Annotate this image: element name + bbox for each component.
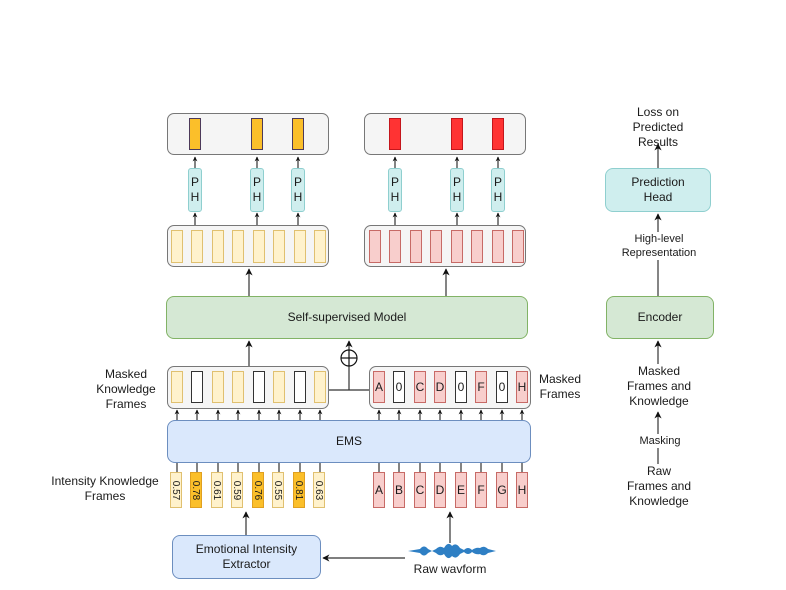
predicted-knowledge-cell [189,118,201,150]
intensity-value-cell: 0.78 [190,472,202,508]
intensity-value: 0.57 [170,480,182,500]
masked-frame-cell: 0 [455,371,467,403]
encoded-knowledge-cell [191,230,203,263]
intensity-value: 0.81 [293,480,305,500]
prediction-head-letter: P [190,175,199,189]
masking-label: Masking [625,434,695,448]
prediction-head-letter: P [493,175,502,189]
encoded-frame-cell [430,230,442,263]
intensity-value: 0.63 [313,480,325,500]
encoded-knowledge-cell [273,230,285,263]
prediction-head-letter: H [190,190,200,204]
emotional-intensity-extractor-box: Emotional Intensity Extractor [172,535,321,579]
masked-knowledge-cell [294,371,306,403]
encoded-frame-cell [492,230,504,263]
intensity-value-cell: 0.61 [211,472,223,508]
prediction-head-letter: H [390,190,400,204]
self-supervised-model-box: Self-supervised Model [166,296,528,339]
masked-frame-cell: A [373,371,385,403]
raw-waveform-label: Raw wavform [413,562,487,576]
raw-frames-knowledge-label: Raw Frames and Knowledge [610,464,708,509]
prediction-head-letter: P [293,175,302,189]
predicted-knowledge-cell [292,118,304,150]
intensity-value: 0.59 [231,480,243,500]
raw-frame-cell: F [475,472,487,508]
prediction-head-letter: P [390,175,399,189]
prediction-head-box: Prediction Head [605,168,711,212]
raw-frame-cell: E [455,472,467,508]
predicted-frame-cell [492,118,504,150]
encoded-knowledge-cell [171,230,183,263]
raw-frame-cell: A [373,472,385,508]
raw-frame-cell: G [496,472,508,508]
knowledge-cell [273,371,285,403]
encoded-frame-cell [410,230,422,263]
intensity-value-cell: 0.81 [293,472,305,508]
encoded-frame-cell [389,230,401,263]
masked-frame-cell: 0 [496,371,508,403]
raw-frame-cell: H [516,472,528,508]
intensity-value: 0.61 [211,480,223,500]
masked-knowledge-cell [191,371,203,403]
encoded-knowledge-cell [232,230,244,263]
prediction-head-letter: P [452,175,461,189]
intensity-knowledge-label: Intensity Knowledge Frames [51,474,159,503]
intensity-value-cell: 0.55 [272,472,284,508]
plus-icon [340,349,358,367]
encoded-frame-cell [471,230,483,263]
ems-box: EMS [167,420,531,463]
predicted-frame-cell [451,118,463,150]
prediction-head-letter: H [293,190,303,204]
knowledge-cell [171,371,183,403]
knowledge-cell [212,371,224,403]
raw-frame-cell: D [434,472,446,508]
high-level-representation-label: High-level Representation [605,232,713,260]
intensity-value-cell: 0.63 [313,472,325,508]
encoded-knowledge-cell [314,230,326,263]
raw-frame-cell: B [393,472,405,508]
masked-frame-cell: D [434,371,446,403]
intensity-value: 0.76 [252,480,264,500]
knowledge-cell [232,371,244,403]
masked-frames-knowledge-label: Masked Frames and Knowledge [610,364,708,409]
masked-knowledge-cell [253,371,265,403]
masked-frame-cell: C [414,371,426,403]
predicted-knowledge-cell [251,118,263,150]
intensity-value-cell: 0.59 [231,472,243,508]
encoded-frame-cell [369,230,381,263]
prediction-head-letter: P [252,175,261,189]
loss-label: Loss on Predicted Results [632,105,684,149]
intensity-value: 0.55 [272,480,284,500]
prediction-head-letter: H [493,190,503,204]
encoder-box: Encoder [606,296,714,339]
intensity-value-cell: 0.76 [252,472,264,508]
encoded-knowledge-cell [294,230,306,263]
waveform-icon [408,543,496,559]
knowledge-cell [314,371,326,403]
prediction-head-letter: H [452,190,462,204]
prediction-head-letter: H [252,190,262,204]
masked-frame-cell: 0 [393,371,405,403]
raw-frame-cell: C [414,472,426,508]
encoded-knowledge-cell [253,230,265,263]
encoded-frame-cell [451,230,463,263]
encoded-knowledge-cell [212,230,224,263]
intensity-value-cell: 0.57 [170,472,182,508]
intensity-value: 0.78 [190,480,202,500]
encoded-frame-cell [512,230,524,263]
masked-frames-label: Masked Frames [538,372,582,401]
predicted-frame-cell [389,118,401,150]
masked-frame-cell: F [475,371,487,403]
masked-frame-cell: H [516,371,528,403]
masked-knowledge-label: Masked Knowledge Frames [96,367,156,411]
